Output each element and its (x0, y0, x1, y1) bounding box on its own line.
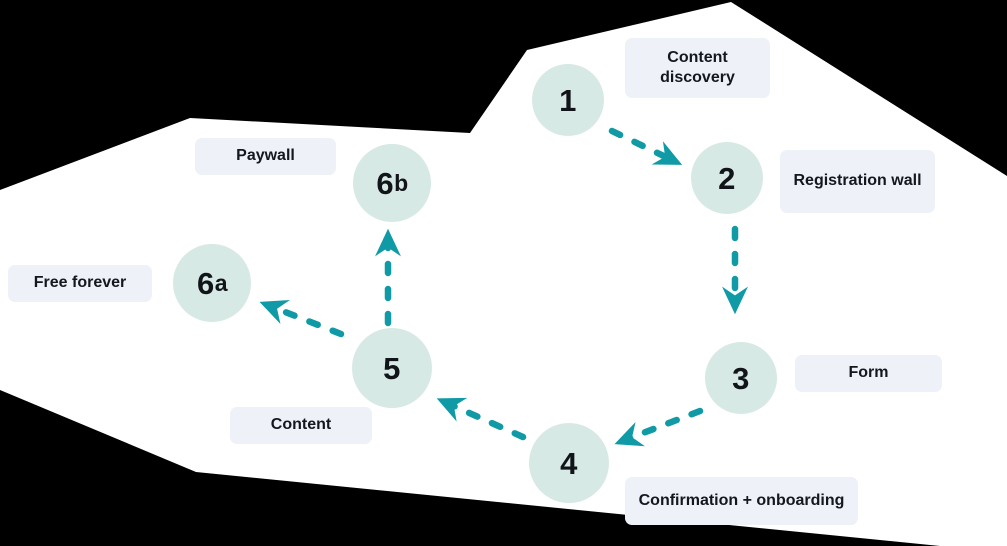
node-label: 4 (560, 445, 577, 481)
node-1[interactable]: 1 (532, 64, 604, 136)
node-label: 6 (196, 265, 214, 301)
chip-free-forever: Free forever (8, 265, 152, 302)
node-sublabel: a (214, 269, 228, 296)
chip-form: Form (795, 355, 942, 392)
chip-content-discovery: Content discovery (625, 38, 770, 98)
chip-paywall: Paywall (195, 138, 336, 175)
node-label: 5 (383, 350, 400, 386)
node-4[interactable]: 4 (529, 423, 609, 503)
edge-1-to-2 (608, 127, 683, 165)
node-label: 2 (718, 160, 735, 196)
node-label: 3 (732, 360, 749, 396)
node-sublabel: b (394, 169, 408, 196)
edge-3-to-4 (614, 407, 704, 447)
chip-registration-wall: Registration wall (780, 150, 935, 213)
chip-confirmation-onboarding: Confirmation + onboarding (625, 477, 858, 525)
node-label: 6 (376, 165, 394, 201)
node-5[interactable]: 5 (352, 328, 432, 408)
node-2[interactable]: 2 (691, 142, 763, 214)
edge-4-to-5 (436, 397, 527, 441)
node-3[interactable]: 3 (705, 342, 777, 414)
chip-content: Content (230, 407, 372, 444)
node-label: 1 (559, 82, 576, 118)
edge-5-to-6a (259, 299, 345, 338)
